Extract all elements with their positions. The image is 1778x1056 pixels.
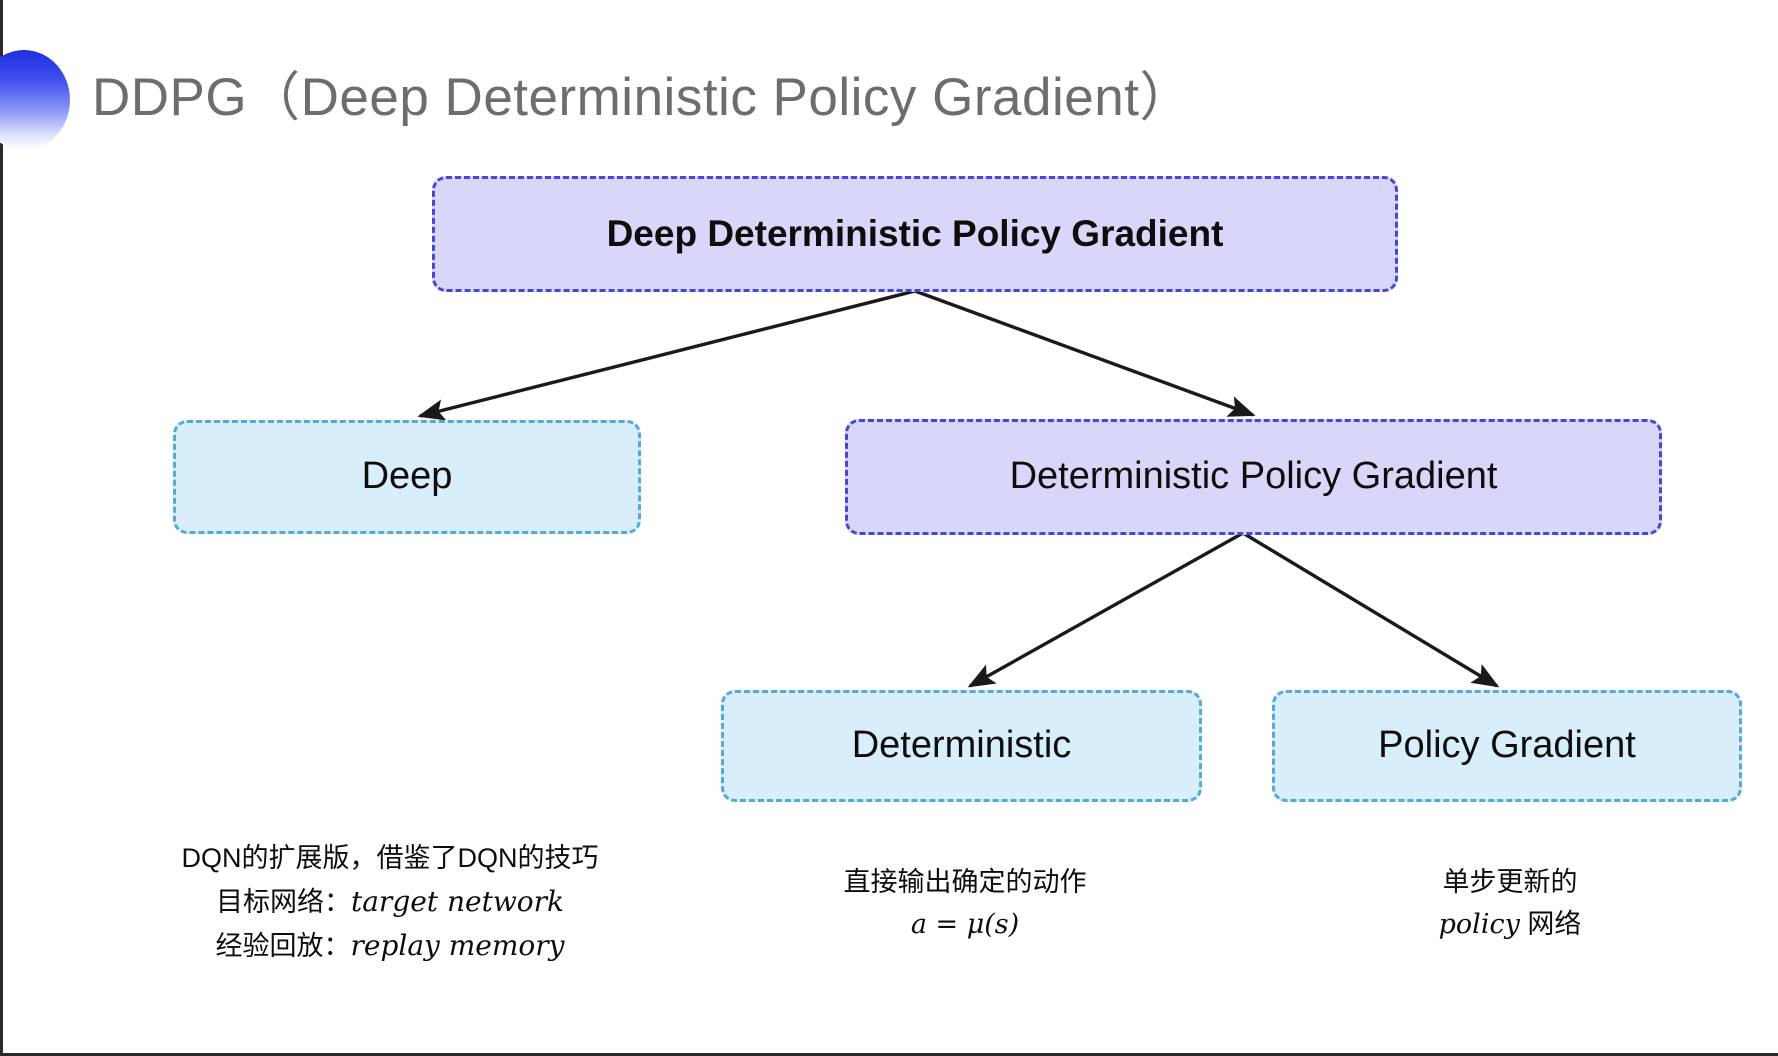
node-deterministic-label: Deterministic [851,724,1072,767]
node-deterministic[interactable]: Deterministic [721,690,1202,802]
slide-left-border [0,0,3,1056]
annotation-deterministic-line1: 直接输出确定的动作 [843,867,1087,897]
edge-dpg-to-policy-gradient [1242,531,1500,688]
annotation-deep-line2-label: 目标网络： [215,886,351,917]
node-deterministic-policy-gradient[interactable]: Deterministic Policy Gradient [845,419,1662,535]
slide-bottom-border [0,1053,1778,1056]
annotation-deterministic: 直接输出确定的动作 a = μ(s) [770,862,1160,946]
annotation-deep-line3: 经验回放：replay memory [90,924,690,968]
node-deep[interactable]: Deep [173,420,641,534]
annotation-deep-line3-label: 经验回放： [215,930,351,961]
half-circle-gradient-bullet-icon [0,50,70,150]
annotation-policy-gradient-term: policy [1438,908,1520,940]
node-policy-gradient[interactable]: Policy Gradient [1272,690,1742,802]
annotation-deep-line1: DQN的扩展版，借鉴了DQN的技巧 [181,843,599,873]
page-title: DDPG（Deep Deterministic Policy Gradient） [92,68,1193,127]
edge-root-to-dpg [914,289,1256,417]
edge-dpg-to-deterministic [967,531,1244,688]
annotation-policy-gradient-line1: 单步更新的 [1442,867,1578,897]
annotation-deep-line2: 目标网络：target network [90,880,690,924]
annotation-deep-line2-term: target network [350,884,564,918]
annotation-policy-gradient-tail: 网络 [1519,908,1582,939]
annotation-deep: DQN的扩展版，借鉴了DQN的技巧 目标网络：target network 经验… [90,838,690,968]
node-root-label: Deep Deterministic Policy Gradient [606,212,1224,254]
annotation-policy-gradient: 单步更新的 policy 网络 [1330,862,1690,946]
edge-root-to-deep [417,289,916,421]
node-deep-label: Deep [361,455,453,498]
node-dpg-label: Deterministic Policy Gradient [1009,455,1498,498]
annotation-policy-gradient-line2: policy 网络 [1330,904,1690,946]
annotation-deterministic-formula: a = μ(s) [910,908,1020,940]
node-root-ddpg[interactable]: Deep Deterministic Policy Gradient [432,176,1398,292]
annotation-deep-line3-term: replay memory [350,928,565,962]
node-policy-gradient-label: Policy Gradient [1378,724,1636,767]
